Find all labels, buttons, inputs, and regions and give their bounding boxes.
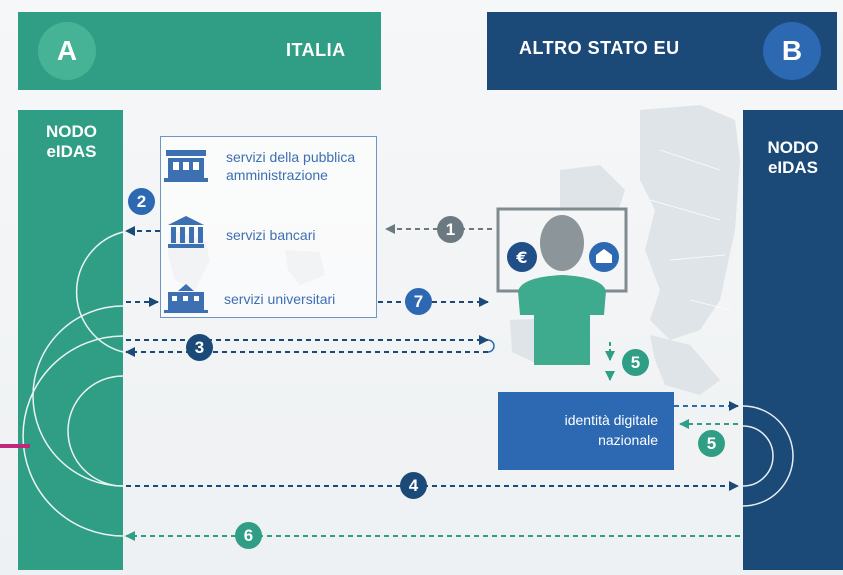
step-5-badge-upper: 5: [622, 349, 649, 376]
node-eidas-b-column: NODO eIDAS: [743, 110, 843, 570]
service-public-administration-label: servizi della pubblica amministrazione: [226, 149, 356, 183]
step-3-badge: 3: [186, 334, 213, 361]
node-eidas-a-column: NODO eIDAS: [18, 110, 123, 570]
svg-text:€: €: [515, 248, 527, 267]
step-6-badge: 6: [235, 522, 262, 549]
step-2-badge: 2: [128, 188, 155, 215]
country-b-badge: B: [763, 22, 821, 80]
country-a-banner: A ITALIA: [18, 12, 381, 90]
bank-icon: [168, 216, 204, 248]
university-icon: [164, 284, 208, 313]
node-eidas-b-label: NODO eIDAS: [767, 138, 819, 177]
country-a-badge: A: [38, 22, 96, 80]
node-eidas-a-label: NODO eIDAS: [46, 122, 97, 161]
step-4-badge: 4: [400, 472, 427, 499]
step-7-badge: 7: [405, 288, 432, 315]
step-1-badge: 1: [437, 216, 464, 243]
service-bank-label: servizi bancari: [226, 227, 316, 243]
country-a-title: ITALIA: [286, 40, 346, 60]
citizen-at-screen-illustration: €: [496, 207, 628, 365]
country-a-letter: A: [56, 35, 78, 66]
national-digital-identity-box: identità digitale nazionale: [498, 392, 674, 470]
public-administration-icon: [164, 150, 208, 182]
national-digital-identity-label: identità digitale nazionale: [564, 412, 658, 448]
service-university-label: servizi universitari: [224, 291, 336, 307]
country-b-title: ALTRO STATO EU: [519, 38, 680, 58]
step-5-badge-lower: 5: [698, 430, 725, 457]
accent-mark: [0, 444, 30, 448]
country-b-banner: ALTRO STATO EU B: [487, 12, 837, 90]
country-b-letter: B: [781, 35, 803, 66]
